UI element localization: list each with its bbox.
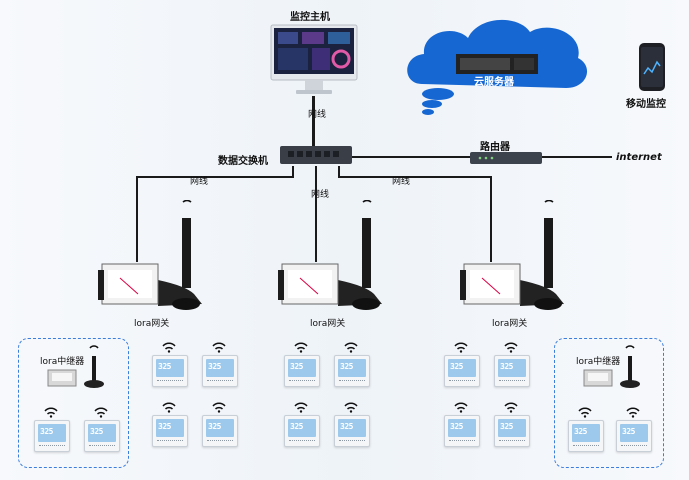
thermostat-reading: 325	[90, 427, 103, 436]
thermostat-reading: 325	[340, 362, 353, 371]
wifi-icon	[344, 402, 358, 413]
thermostat-reading: 325	[290, 422, 303, 431]
thermostat-icon: 325	[284, 355, 320, 387]
thermostat-reading: 325	[450, 422, 463, 431]
thermostat-reading: 325	[340, 422, 353, 431]
wifi-icon	[626, 407, 640, 418]
host-label: 监控主机	[290, 12, 330, 23]
gateway-icon	[460, 200, 564, 310]
router-icon	[470, 152, 542, 164]
router-label: 路由器	[480, 142, 510, 153]
thermostat-reading: 325	[158, 362, 171, 371]
wifi-icon	[294, 402, 308, 413]
repeater-label-left: lora中继器	[40, 357, 85, 367]
thermostat-icon: 325	[444, 415, 480, 447]
cloud-label: 云服务器	[474, 77, 514, 88]
gateway-label-2: lora网关	[310, 319, 346, 329]
cable-label-host: 网线	[308, 110, 327, 120]
gateway-icon	[278, 200, 382, 310]
thermostat-icon: 325	[494, 415, 530, 447]
switch-label: 数据交换机	[218, 156, 268, 167]
switch-icon	[280, 146, 352, 164]
wifi-icon	[504, 342, 518, 353]
thermostat-icon: 325	[494, 355, 530, 387]
thermostat-icon: 325	[84, 420, 120, 452]
thermostat-icon: 325	[202, 355, 238, 387]
cloud-server-icon	[456, 54, 538, 74]
wifi-icon	[454, 402, 468, 413]
thermostat-icon: 325	[444, 355, 480, 387]
thermostat-reading: 325	[208, 362, 221, 371]
wifi-icon	[454, 342, 468, 353]
repeater-label-right: lora中继器	[576, 357, 621, 367]
thermostat-icon: 325	[152, 415, 188, 447]
wifi-icon	[504, 402, 518, 413]
thermostat-reading: 325	[500, 422, 513, 431]
wifi-icon	[294, 342, 308, 353]
thermostat-reading: 325	[574, 427, 587, 436]
gateway-icon	[98, 200, 202, 310]
gateway-label-3: lora网关	[492, 319, 528, 329]
thermostat-reading: 325	[622, 427, 635, 436]
thermostat-reading: 325	[450, 362, 463, 371]
thermostat-reading: 325	[40, 427, 53, 436]
thermostat-icon: 325	[34, 420, 70, 452]
wifi-icon	[578, 407, 592, 418]
thermostat-reading: 325	[158, 422, 171, 431]
thermostat-reading: 325	[290, 362, 303, 371]
repeater-icon	[583, 345, 640, 388]
cloud-icon	[407, 19, 588, 115]
wifi-icon	[44, 407, 58, 418]
thermostat-icon: 325	[202, 415, 238, 447]
thermostat-icon: 325	[334, 415, 370, 447]
wifi-icon	[344, 342, 358, 353]
thermostat-reading: 325	[208, 422, 221, 431]
thermostat-icon: 325	[568, 420, 604, 452]
monitor-icon	[270, 24, 358, 94]
wifi-icon	[162, 342, 176, 353]
wifi-icon	[94, 407, 108, 418]
phone-icon	[639, 43, 665, 91]
repeater-icon	[47, 345, 104, 388]
wifi-icon	[212, 402, 226, 413]
wifi-icon	[162, 402, 176, 413]
thermostat-icon: 325	[152, 355, 188, 387]
internet-label: internet	[616, 152, 662, 163]
thermostat-icon: 325	[284, 415, 320, 447]
thermostat-icon: 325	[334, 355, 370, 387]
thermostat-reading: 325	[500, 362, 513, 371]
mobile-label: 移动监控	[626, 99, 666, 110]
wifi-icon	[212, 342, 226, 353]
cable-label-left: 网线	[190, 177, 209, 187]
cable-label-right: 网线	[392, 177, 411, 187]
repeater-group-left	[18, 338, 129, 468]
cable-label-mid: 网线	[311, 190, 330, 200]
gateway-label-1: lora网关	[134, 319, 170, 329]
repeater-group-right	[554, 338, 664, 468]
thermostat-icon: 325	[616, 420, 652, 452]
